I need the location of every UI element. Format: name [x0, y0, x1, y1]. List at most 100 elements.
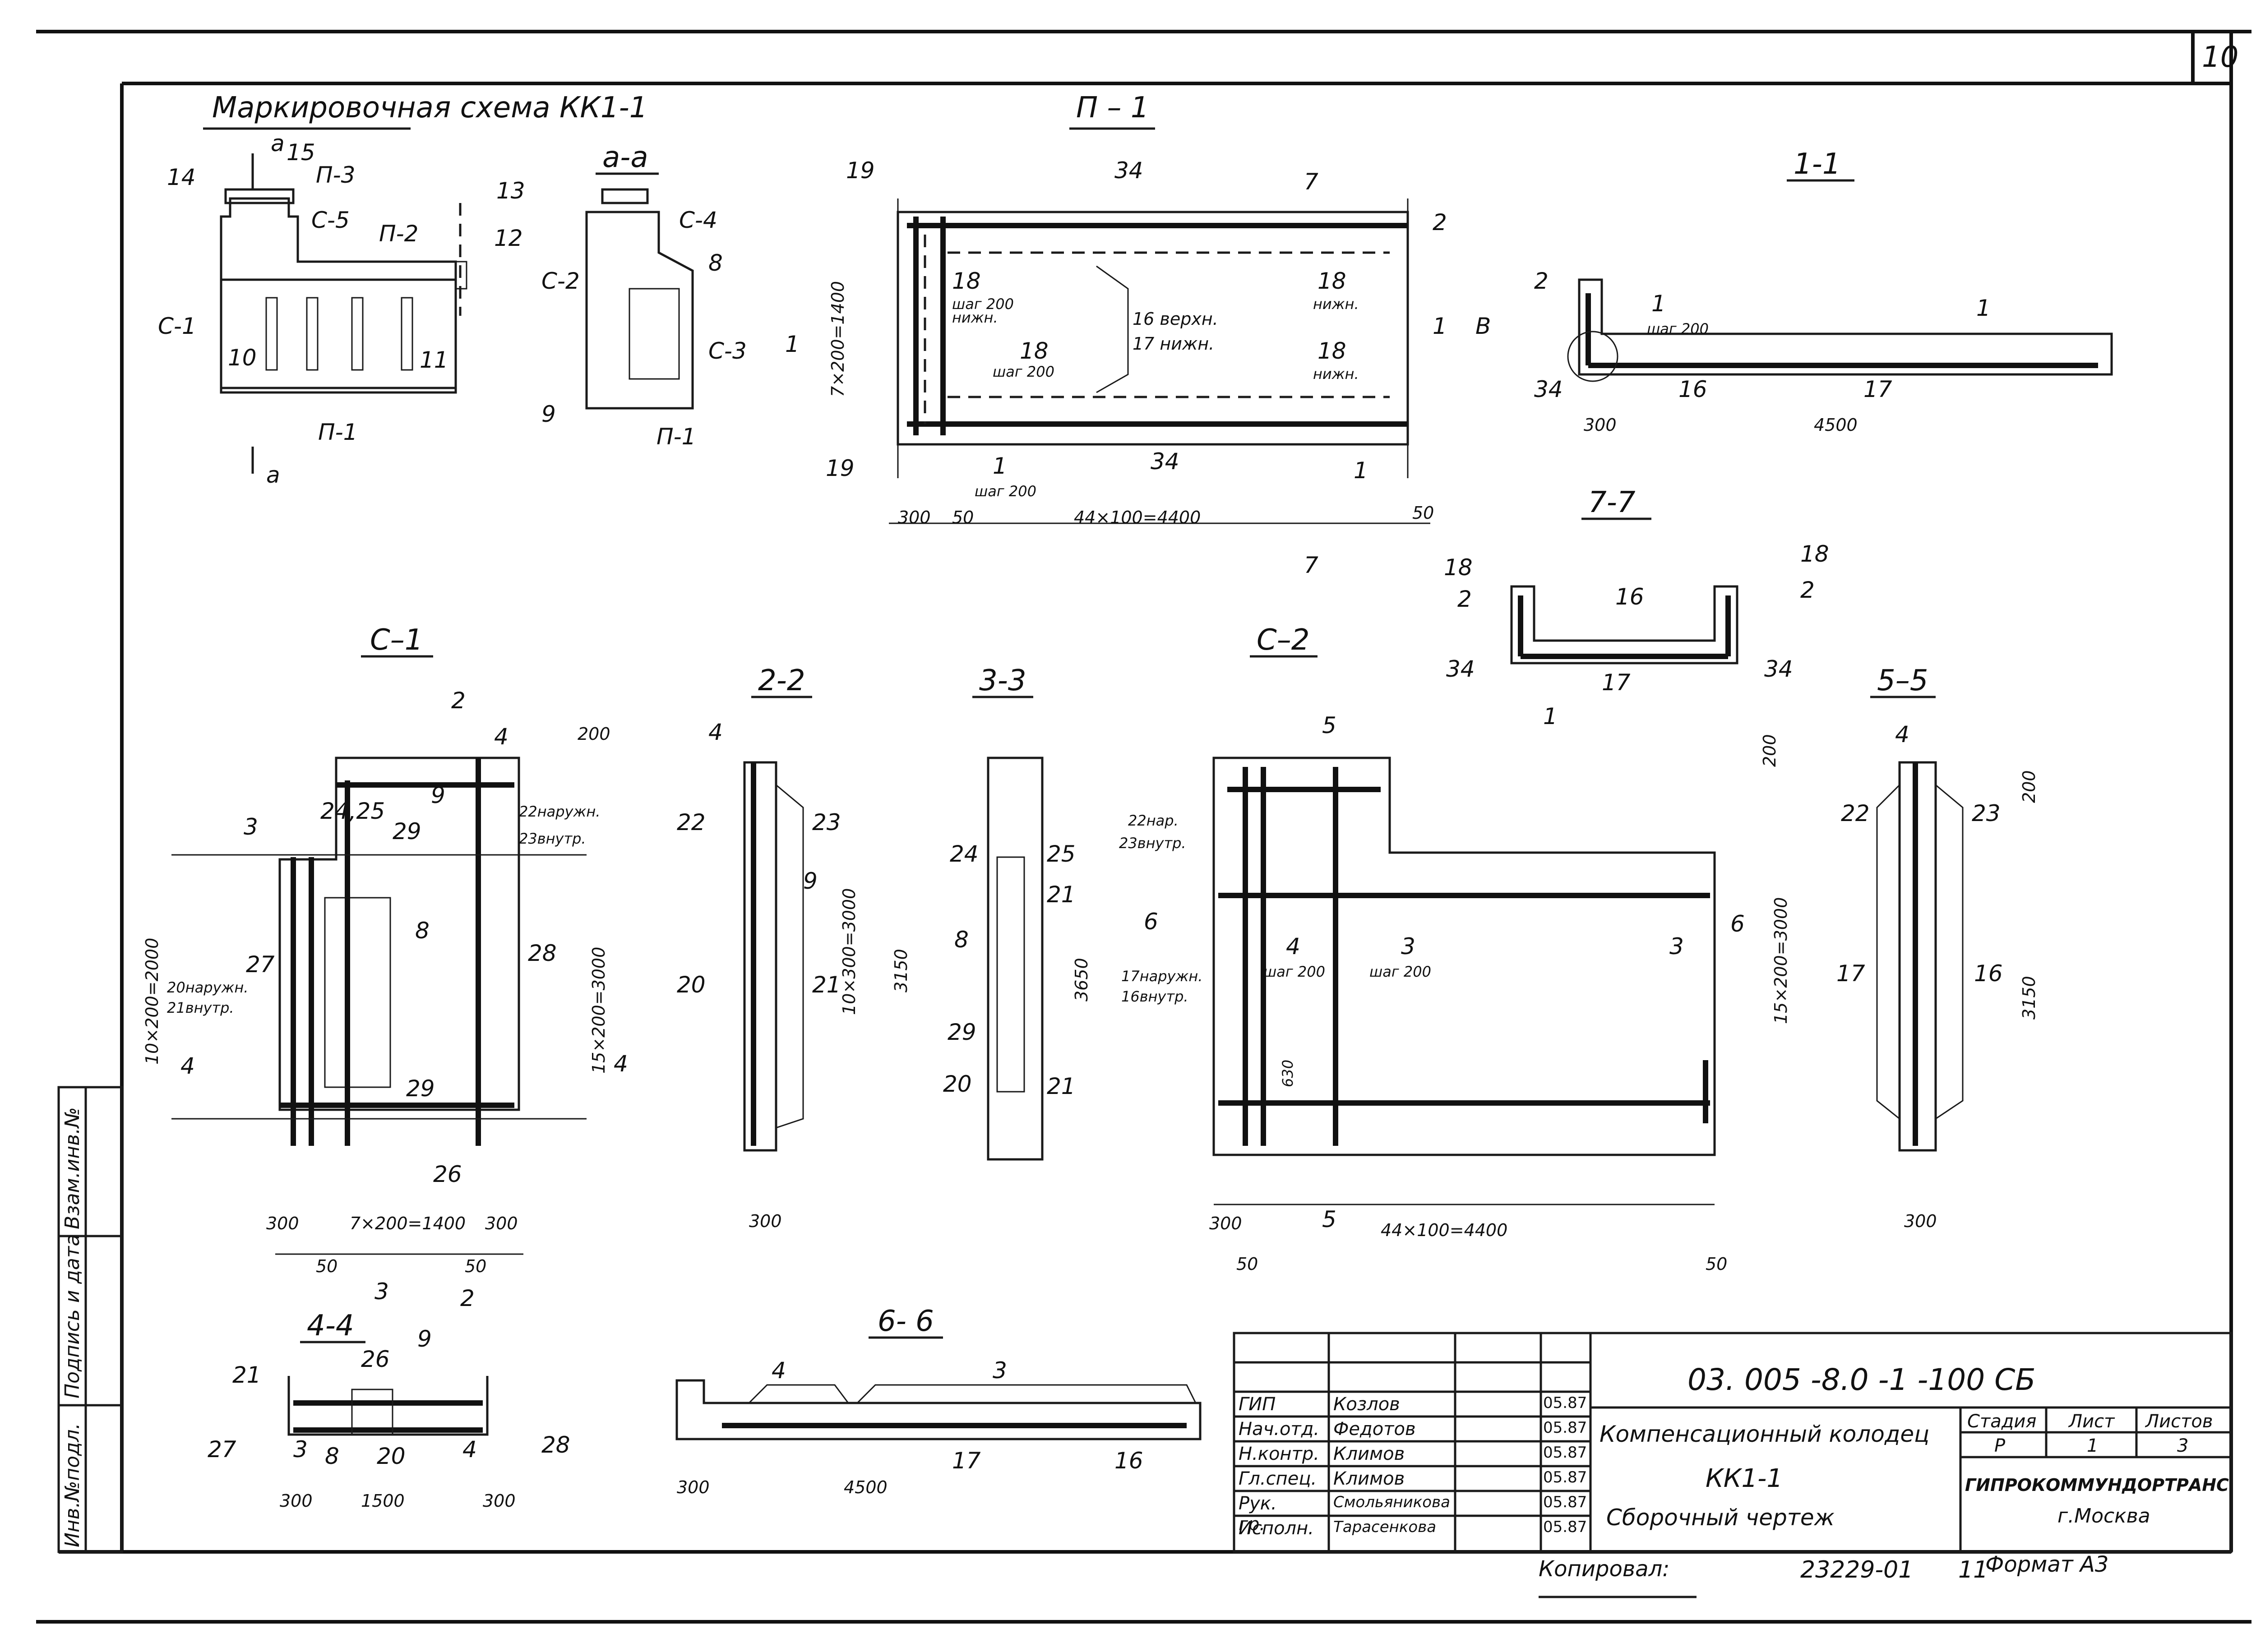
svg-text:50: 50	[465, 1256, 486, 1276]
svg-text:3: 3	[1401, 933, 1415, 960]
svg-text:2: 2	[1800, 577, 1815, 603]
section-55-view: 5–5 4 200 22 23 200 15×200=3000 17 16 31…	[1760, 664, 2039, 1231]
svg-text:28: 28	[541, 1432, 570, 1458]
svg-text:П-2: П-2	[379, 221, 418, 247]
marking-scheme-title: Маркировочная схема КК1-1	[212, 91, 647, 125]
tb-name-5: Смольяникова	[1333, 1493, 1450, 1511]
svg-text:8: 8	[708, 250, 723, 276]
svg-text:7: 7	[1304, 552, 1318, 578]
svg-text:4: 4	[1286, 933, 1300, 960]
tb-date-2: 05.87	[1543, 1419, 1587, 1437]
svg-text:шаг 200: шаг 200	[993, 363, 1054, 380]
svg-text:300: 300	[1584, 415, 1617, 435]
svg-text:а: а	[271, 130, 285, 157]
svg-text:200: 200	[1760, 734, 1780, 767]
svg-text:300: 300	[749, 1211, 782, 1231]
svg-text:3: 3	[993, 1357, 1007, 1384]
svg-text:24: 24	[950, 841, 979, 867]
svg-text:4: 4	[772, 1357, 786, 1384]
tb-role-3: Н.контр.	[1239, 1444, 1319, 1464]
svg-text:50: 50	[316, 1256, 337, 1276]
svg-text:34: 34	[1151, 448, 1179, 475]
svg-text:15: 15	[287, 139, 315, 166]
tb-role-6: Исполн.	[1239, 1518, 1314, 1539]
svg-text:1: 1	[1651, 291, 1666, 317]
svg-text:22: 22	[1841, 800, 1870, 826]
svg-text:5: 5	[1322, 712, 1336, 738]
footer-number: 23229-01	[1800, 1556, 1914, 1583]
svg-text:17: 17	[1602, 669, 1631, 696]
tb-date-6: 05.87	[1543, 1518, 1587, 1536]
side-stamp-repl: Взам.инв.№	[61, 1107, 84, 1229]
view-c2-title: С–2	[1257, 623, 1309, 657]
svg-text:17 нижн.: 17 нижн.	[1133, 334, 1214, 354]
svg-text:С-5: С-5	[311, 207, 350, 233]
org-name: ГИПРОКОММУНДОРТРАНС	[1965, 1475, 2229, 1495]
svg-text:34: 34	[1446, 656, 1475, 682]
svg-text:1: 1	[785, 331, 800, 357]
svg-text:3: 3	[374, 1278, 389, 1305]
svg-text:7×200=1400: 7×200=1400	[350, 1214, 466, 1233]
svg-text:50: 50	[1236, 1254, 1258, 1274]
svg-text:шаг 200: шаг 200	[975, 483, 1036, 500]
section-33-view: 3-3 24 25 21 8 3650 29 20 21	[943, 664, 1091, 1161]
svg-text:18: 18	[1318, 268, 1346, 294]
svg-text:П-3: П-3	[316, 162, 355, 188]
sheet-header: Лист	[2069, 1411, 2115, 1432]
svg-text:шаг 200: шаг 200	[1263, 963, 1325, 980]
svg-text:630: 630	[1279, 1060, 1296, 1087]
svg-text:4: 4	[494, 724, 509, 750]
svg-text:16внутр.: 16внутр.	[1121, 988, 1188, 1005]
view-c1: С–1 3 2 4 200 22наружн. 23внутр. 24,25 2…	[142, 623, 628, 1311]
svg-text:50: 50	[952, 508, 974, 527]
org-city: г.Москва	[2057, 1504, 2150, 1527]
svg-text:300: 300	[266, 1214, 299, 1233]
view-p1-title: П – 1	[1076, 91, 1149, 125]
svg-text:18: 18	[1800, 541, 1829, 567]
svg-text:нижн.: нижн.	[1313, 295, 1359, 313]
svg-text:1: 1	[1354, 457, 1368, 484]
section-22-view: 2-2 4 22 23 9 20 21 10×300=3000 3150 300	[677, 664, 911, 1231]
svg-text:4: 4	[614, 1051, 628, 1077]
svg-text:10×300=3000: 10×300=3000	[839, 888, 859, 1015]
svg-text:П-1: П-1	[656, 424, 696, 450]
svg-text:4500: 4500	[1814, 415, 1858, 435]
svg-text:2: 2	[1534, 268, 1549, 294]
drawing-type: Сборочный чертеж	[1606, 1504, 1835, 1531]
svg-text:9: 9	[541, 401, 556, 427]
svg-text:С-3: С-3	[708, 338, 747, 364]
svg-text:10: 10	[228, 345, 257, 371]
svg-text:300: 300	[485, 1214, 518, 1233]
svg-text:18: 18	[1020, 338, 1049, 364]
svg-text:24,25: 24,25	[320, 798, 385, 824]
svg-text:21внутр.: 21внутр.	[167, 999, 234, 1016]
section-33-title: 3-3	[979, 664, 1026, 697]
svg-text:2: 2	[451, 688, 466, 714]
svg-text:21: 21	[1047, 881, 1076, 908]
svg-text:19: 19	[826, 455, 855, 481]
svg-text:25: 25	[1047, 841, 1076, 867]
tb-role-5: Рук. гр.	[1239, 1493, 1277, 1535]
section-66-title: 6- 6	[878, 1305, 934, 1338]
svg-text:В: В	[1475, 313, 1491, 339]
svg-text:нижн.: нижн.	[1313, 365, 1359, 383]
svg-text:23: 23	[1972, 800, 2001, 826]
section-66-view: 6- 6 4 3 300 4500 17 16	[675, 1305, 1202, 1497]
svg-text:300: 300	[677, 1477, 710, 1497]
section-77-view: 7-7 18 18 2 16 2 34 34 17 1	[1444, 486, 1829, 729]
title-block	[1233, 1332, 2233, 1553]
svg-text:9: 9	[803, 868, 818, 894]
section-11-title: 1-1	[1794, 148, 1841, 181]
footer-format: Формат А3	[1985, 1552, 2109, 1577]
svg-text:26: 26	[433, 1161, 462, 1187]
svg-text:50: 50	[1706, 1254, 1727, 1274]
marking-scheme-view: Маркировочная схема КК1-1 14 15 а П-3 С-…	[158, 91, 647, 488]
tb-role-4: Гл.спец.	[1239, 1468, 1317, 1489]
svg-text:34: 34	[1114, 157, 1143, 184]
object-mark: КК1-1	[1706, 1464, 1783, 1493]
section-77-title: 7-7	[1588, 486, 1636, 519]
tb-name-2: Федотов	[1333, 1419, 1416, 1440]
svg-text:28: 28	[528, 940, 557, 966]
side-stamp-sign: Подпись и дата	[61, 1234, 84, 1398]
svg-text:300: 300	[1209, 1214, 1242, 1233]
